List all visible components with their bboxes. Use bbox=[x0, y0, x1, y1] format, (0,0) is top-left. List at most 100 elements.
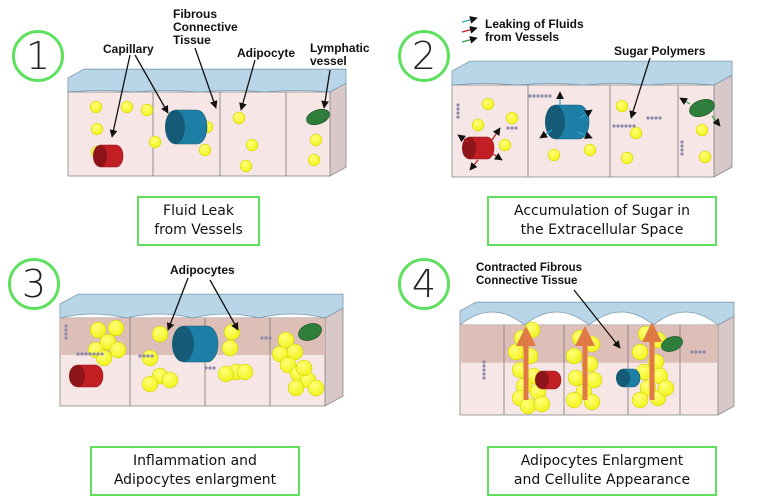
p4-adipocyte-29 bbox=[657, 379, 675, 397]
legend-arrow-green bbox=[461, 36, 478, 44]
p1-adipocyte-10 bbox=[239, 159, 253, 173]
p3-sugar-c-0 bbox=[64, 324, 68, 328]
p4-block-side bbox=[717, 315, 735, 416]
p2-adipocyte-5 bbox=[583, 143, 597, 157]
lymphatic-vessel-label: Lymphatic vessel bbox=[310, 41, 370, 68]
p2-leak-red-3 bbox=[469, 159, 479, 171]
p2-sugar-b-4 bbox=[544, 94, 548, 98]
p3-sugar-a-0 bbox=[76, 352, 80, 356]
p4-adipocyte-27 bbox=[631, 391, 649, 409]
p2-sugar-c-4 bbox=[628, 124, 632, 128]
p4-adipocyte-13 bbox=[565, 347, 583, 365]
p1-adipocyte-4 bbox=[140, 103, 154, 117]
p4-fibrous-vessel-end bbox=[616, 369, 630, 387]
p2-sugar-d-1 bbox=[650, 116, 654, 120]
p2-adipocyte-2 bbox=[505, 111, 519, 125]
p4-adipocyte-2 bbox=[507, 343, 525, 361]
p2-adipocyte-7 bbox=[629, 126, 643, 140]
p3-adipocyte-10 bbox=[161, 371, 179, 389]
contracted-tissue-label: Contracted Fibrous Connective Tissue bbox=[476, 262, 583, 287]
p4-contracted-pointer bbox=[573, 289, 621, 349]
stage-2-number: 2 bbox=[398, 30, 450, 82]
p1-adipocyte-0 bbox=[89, 100, 103, 114]
p3-adipocyte-11 bbox=[223, 323, 241, 341]
p3-sugar-b-0 bbox=[138, 354, 142, 358]
p1-block-side bbox=[329, 82, 347, 177]
stage-1-number: 1 bbox=[12, 30, 64, 82]
p2-leak-blue-1 bbox=[579, 109, 593, 119]
p3-sugar-c-2 bbox=[64, 332, 68, 336]
p1-capillary-end bbox=[93, 145, 107, 167]
p2-sugar-c-1 bbox=[616, 124, 620, 128]
p1-lymphatic-pointer bbox=[321, 69, 331, 109]
p4-adipocyte-10 bbox=[533, 395, 551, 413]
p2-sugar-f-0 bbox=[506, 126, 510, 130]
p4-sugar-b-3 bbox=[702, 350, 706, 354]
p3-sugar-a-3 bbox=[88, 352, 92, 356]
p3-adipocytes-pointer-a bbox=[166, 277, 189, 331]
p4-sugar-b-1 bbox=[694, 350, 698, 354]
p4-sugar-a-0 bbox=[482, 360, 486, 364]
p1-adipocyte-5 bbox=[148, 135, 162, 149]
p3-adipocyte-4 bbox=[109, 341, 127, 359]
p2-leak-red-2 bbox=[489, 151, 503, 161]
p4-sugar-a-3 bbox=[482, 372, 486, 376]
p2-sugar-e-2 bbox=[680, 148, 684, 152]
p2-adipocyte-1 bbox=[471, 118, 485, 132]
p1-adipocyte-11 bbox=[309, 133, 323, 147]
sugar-polymers-label: Sugar Polymers bbox=[614, 44, 706, 58]
p3-sugar-c-1 bbox=[64, 328, 68, 332]
p1-lymphatic-vessel bbox=[306, 108, 330, 126]
p2-sugar-b-1 bbox=[532, 94, 536, 98]
p3-sugar-e-1 bbox=[264, 336, 268, 340]
p2-sugar-b-0 bbox=[528, 94, 532, 98]
p2-adipocyte-8 bbox=[620, 151, 634, 165]
p3-adipocyte-16 bbox=[277, 331, 295, 349]
p1-capillary-pointer-b bbox=[134, 54, 169, 114]
p2-sugar-d-3 bbox=[658, 116, 662, 120]
p2-sugar-b-2 bbox=[536, 94, 540, 98]
p2-sugar-c-3 bbox=[624, 124, 628, 128]
p3-adipocytes-pointer-b bbox=[209, 279, 239, 331]
stage-4-caption: Adipocytes Enlargment and Cellulite Appe… bbox=[487, 446, 717, 496]
p3-sugar-d-1 bbox=[208, 366, 212, 370]
p3-sugar-a-2 bbox=[84, 352, 88, 356]
capillary-label: Capillary bbox=[103, 42, 154, 56]
p2-leak-red-0 bbox=[457, 134, 469, 143]
p3-sugar-a-6 bbox=[100, 352, 104, 356]
stage-2-caption: Accumulation of Sugar in the Extracellul… bbox=[487, 196, 717, 246]
p3-sugar-a-1 bbox=[80, 352, 84, 356]
p2-sugar-a-0 bbox=[456, 103, 460, 107]
stage-1-caption: Fluid Leak from Vessels bbox=[137, 196, 260, 246]
p3-block-side bbox=[324, 307, 344, 407]
p2-sugar-c-2 bbox=[620, 124, 624, 128]
p2-block-side bbox=[713, 74, 733, 178]
stage-3-number: 3 bbox=[8, 258, 60, 310]
p1-fibrous-pointer bbox=[194, 47, 218, 109]
p3-sugar-e-0 bbox=[260, 336, 264, 340]
p4-block-skin bbox=[459, 301, 735, 326]
p4-capillary-end bbox=[535, 371, 549, 389]
p3-block-skin bbox=[59, 293, 344, 319]
p2-sugar-e-1 bbox=[680, 144, 684, 148]
legend-arrow-red bbox=[461, 26, 478, 34]
p4-adipocyte-19 bbox=[583, 393, 601, 411]
p4-sugar-a-4 bbox=[482, 376, 486, 380]
p2-leak-red-1 bbox=[491, 127, 501, 141]
p4-sugar-b-0 bbox=[690, 350, 694, 354]
stage-3-caption: Inflammation and Adipocytes enlargment bbox=[90, 446, 300, 496]
p2-capillary-end bbox=[462, 137, 476, 159]
p1-adipocyte-12 bbox=[307, 153, 321, 167]
p3-sugar-b-1 bbox=[142, 354, 146, 358]
p3-sugar-a-4 bbox=[92, 352, 96, 356]
p2-leak-blue-2 bbox=[577, 131, 593, 139]
p2-sugar-b-5 bbox=[548, 94, 552, 98]
p2-leak-green-1 bbox=[711, 115, 721, 127]
p3-adipocyte-23 bbox=[287, 379, 305, 397]
p3-adipocyte-0 bbox=[89, 321, 107, 339]
p3-adipocyte-9 bbox=[141, 375, 159, 393]
p2-adipocyte-4 bbox=[547, 148, 561, 162]
p1-fibrous-vessel-end bbox=[165, 110, 185, 144]
